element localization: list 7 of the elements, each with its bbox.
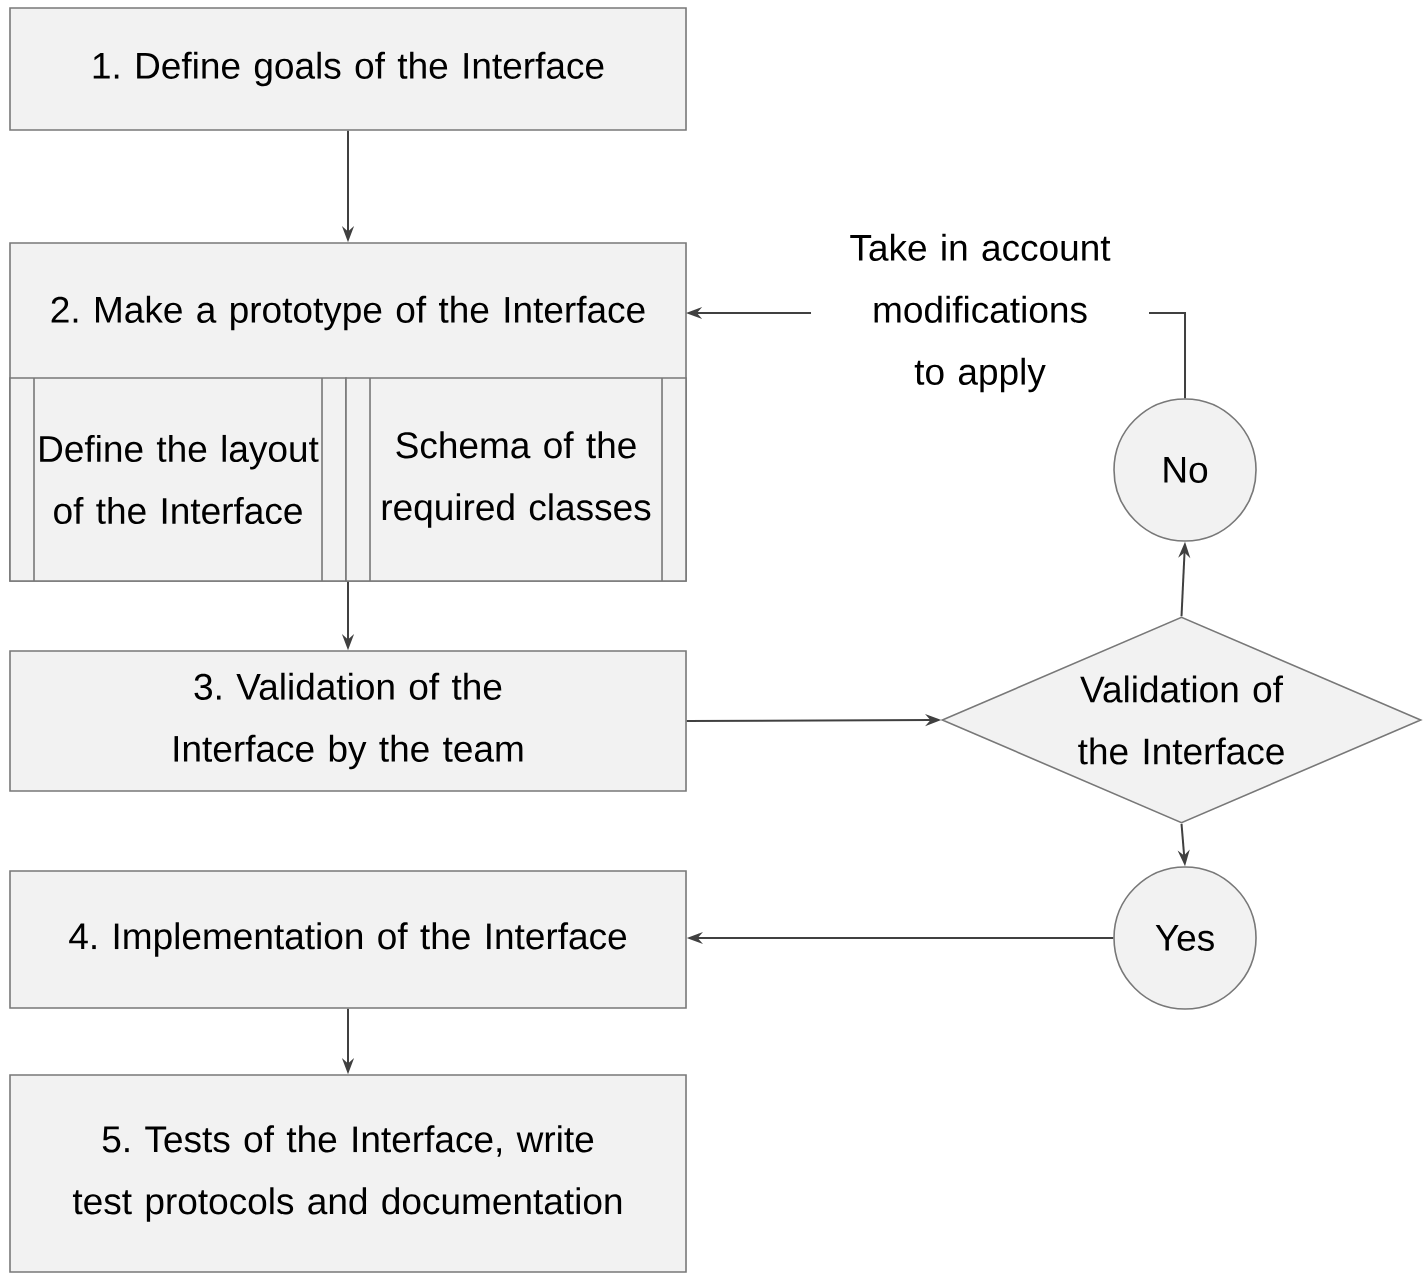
process-box: 5. Tests of the Interface, write test protocols and documentation <box>9 1074 687 1273</box>
process-box: 1. Define goals of the Interface <box>9 7 687 131</box>
subprocess-box: Define the layout of the Interface <box>9 377 347 582</box>
process-box: 4. Implementation of the Interface <box>9 870 687 1009</box>
edge-label: Take in account modifications to apply <box>811 229 1149 397</box>
process-box: 3. Validation of the Interface by the team <box>9 650 687 792</box>
subprocess-box: Schema of the required classes <box>345 377 687 582</box>
